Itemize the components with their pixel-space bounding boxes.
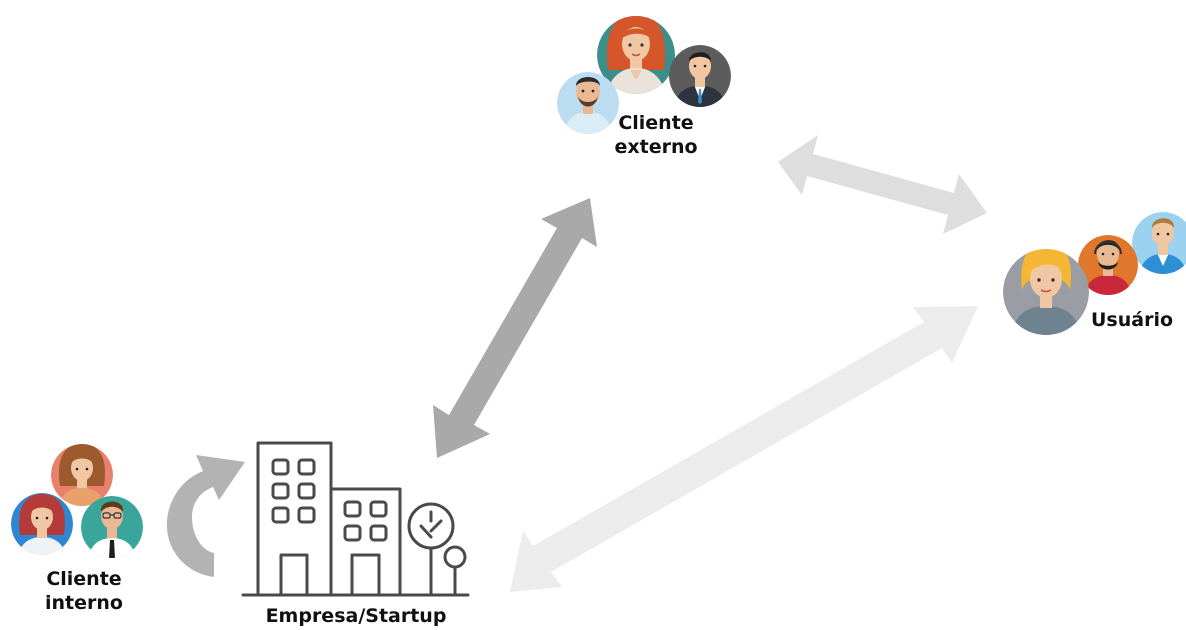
avatar-headset-man-icon bbox=[1078, 235, 1138, 295]
label-empresa-text: Empresa/Startup bbox=[265, 605, 447, 627]
avatar-blonde-woman-icon bbox=[1003, 249, 1089, 335]
label-usuario: Usuário bbox=[1080, 308, 1184, 332]
avatar-woman-icon bbox=[597, 16, 675, 94]
avatar-glasses-man-icon bbox=[81, 496, 143, 558]
cliente-externo-avatars bbox=[557, 16, 731, 134]
cliente-interno-avatars bbox=[11, 444, 143, 558]
usuario-avatars bbox=[1003, 212, 1186, 335]
label-cliente-interno-line1: Cliente bbox=[46, 568, 122, 590]
label-usuario-text: Usuário bbox=[1090, 309, 1174, 331]
avatar-suit-man-icon bbox=[669, 45, 731, 107]
avatar-man-light-blue-icon bbox=[1132, 212, 1186, 274]
label-empresa: Empresa/Startup bbox=[238, 604, 474, 628]
double-arrow-empresa-usuario bbox=[510, 306, 978, 592]
curved-arrow-internal bbox=[166, 455, 245, 577]
building-icon bbox=[241, 441, 470, 597]
label-cliente-interno-line2: interno bbox=[45, 592, 123, 614]
avatar-bearded-man-icon bbox=[557, 72, 619, 134]
double-arrow-cliente-externo-usuario bbox=[778, 135, 987, 234]
label-cliente-externo: Cliente externo bbox=[600, 111, 712, 159]
avatar-woman-blue-icon bbox=[11, 493, 73, 555]
label-cliente-interno: Cliente interno bbox=[26, 567, 142, 615]
double-arrow-empresa-cliente-externo bbox=[433, 198, 597, 458]
label-cliente-externo-line1: Cliente bbox=[618, 112, 694, 134]
label-cliente-externo-line2: externo bbox=[614, 136, 698, 158]
